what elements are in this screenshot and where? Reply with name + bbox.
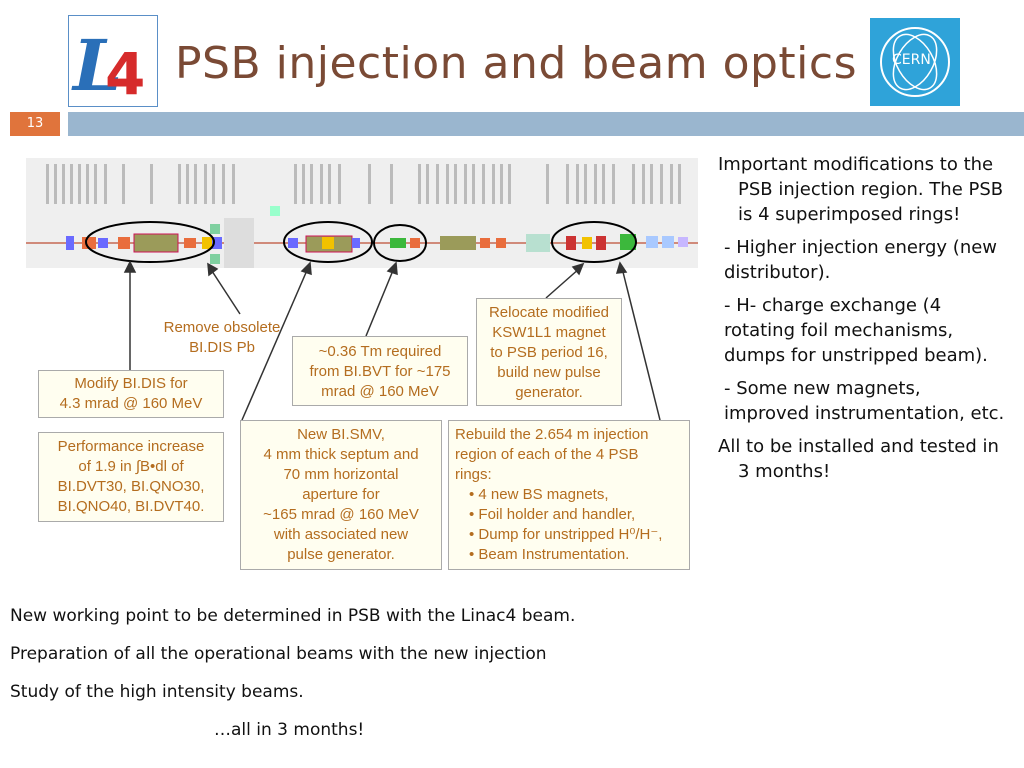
callout-line: Performance increase xyxy=(57,438,205,455)
callout-line: to PSB period 16, xyxy=(490,344,608,361)
callout-line: BI.DIS Pb xyxy=(189,339,255,356)
linac4-logo: L 4 xyxy=(68,15,158,108)
logo-4-digit: 4 xyxy=(105,40,145,106)
bottom-line-3: Study of the high intensity beams. xyxy=(10,682,304,702)
highlight-ellipse-1 xyxy=(85,221,215,263)
beamline-schematic xyxy=(26,158,698,421)
highlight-ellipse-2 xyxy=(283,221,373,263)
callout-performance: Performance increase of 1.9 in ∫B•dl of … xyxy=(38,432,224,522)
page-title: PSB injection and beam optics xyxy=(175,38,858,89)
bottom-line-2: Preparation of all the operational beams… xyxy=(10,644,547,664)
svg-text:CERN: CERN xyxy=(892,52,931,68)
bottom-line-1: New working point to be determined in PS… xyxy=(10,606,576,626)
callout-line: pulse generator. xyxy=(287,546,395,563)
cern-logo: CERN xyxy=(870,18,960,106)
callout-line: ~0.36 Tm required xyxy=(318,343,442,360)
callout-smv: New BI.SMV, 4 mm thick septum and 70 mm … xyxy=(240,420,442,570)
callout-line: KSW1L1 magnet xyxy=(492,324,606,341)
list-item: 4 new BS magnets, xyxy=(469,485,689,505)
list-item: Beam Instrumentation. xyxy=(469,545,689,565)
callout-rebuild: Rebuild the 2.654 m injection region of … xyxy=(448,420,690,570)
callout-line: 4 mm thick septum and xyxy=(263,446,419,463)
callout-line: from BI.BVT for ~175 xyxy=(309,363,451,380)
right-item-2: - H- charge exchange (4 rotating foil me… xyxy=(724,295,988,366)
logo-l-letter: L xyxy=(71,24,122,106)
callout-line: 70 mm horizontal xyxy=(283,466,399,483)
callout-line: Remove obsolete xyxy=(163,319,281,336)
slide-number: 13 xyxy=(10,112,60,136)
right-para-1: Important modifications to the PSB injec… xyxy=(718,154,1004,225)
callout-line: 4.3 mrad @ 160 MeV xyxy=(59,395,203,412)
callout-line: Relocate modified xyxy=(488,304,610,321)
callout-line: BI.DVT30, BI.QNO30, xyxy=(57,478,205,495)
list-item: Dump for unstripped H⁰/H⁻, xyxy=(469,525,689,545)
callout-line: generator. xyxy=(515,384,583,401)
callout-line: ~165 mrad @ 160 MeV xyxy=(263,506,419,523)
list-item: Foil holder and handler, xyxy=(469,505,689,525)
callout-relocate: Relocate modified KSW1L1 magnet to PSB p… xyxy=(476,298,622,406)
callout-remove-obsolete: Remove obsolete BI.DIS Pb xyxy=(132,318,312,358)
callout-line: mrad @ 160 MeV xyxy=(321,383,439,400)
highlight-ellipse-3 xyxy=(373,224,427,262)
right-panel: Important modifications to the PSB injec… xyxy=(718,152,1008,484)
callout-line: of 1.9 in ∫B•dl of xyxy=(78,458,184,475)
highlight-ellipse-4 xyxy=(551,221,637,263)
right-item-1: - Higher injection energy (new distribut… xyxy=(724,237,998,283)
header-bar xyxy=(68,112,1024,136)
rebuild-list: 4 new BS magnets, Foil holder and handle… xyxy=(455,485,689,565)
callout-line: New BI.SMV, xyxy=(297,426,385,443)
callout-line: with associated new xyxy=(273,526,409,543)
right-item-3: - Some new magnets, improved instrumenta… xyxy=(724,378,1005,424)
callout-line: region of each of the 4 PSB xyxy=(455,446,639,463)
callout-modify-bidis: Modify BI.DIS for 4.3 mrad @ 160 MeV xyxy=(38,370,224,418)
callout-line: Rebuild the 2.654 m injection xyxy=(455,426,649,443)
callout-line: rings: xyxy=(455,466,492,483)
callout-line: BI.QNO40, BI.DVT40. xyxy=(57,498,205,515)
callout-line: Modify BI.DIS for xyxy=(74,375,188,392)
callout-line: aperture for xyxy=(302,486,380,503)
psb-injection-diagram: Remove obsolete BI.DIS Pb Modify BI.DIS … xyxy=(26,158,698,578)
callout-line: build new pulse xyxy=(497,364,601,381)
callout-bvt: ~0.36 Tm required from BI.BVT for ~175 m… xyxy=(292,336,468,406)
right-para-2: All to be installed and tested in 3 mont… xyxy=(718,436,999,482)
bottom-line-4: …all in 3 months! xyxy=(214,720,365,740)
